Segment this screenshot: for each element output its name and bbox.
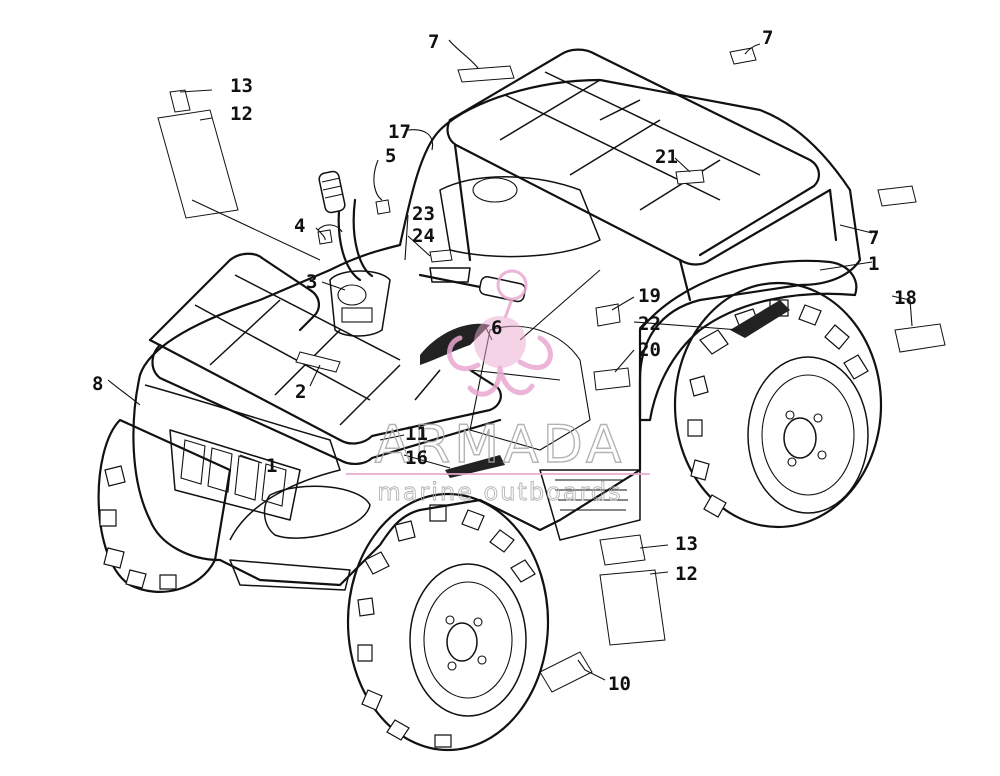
handlebar-assembly [317, 170, 527, 337]
rear-right-wheel [673, 281, 883, 529]
armada-watermark: ARMADA marine outboards [346, 269, 650, 506]
callout-1-right: 1 [868, 253, 879, 275]
loose-decals [157, 47, 946, 693]
front-left-wheel [97, 418, 232, 593]
callout-21: 21 [655, 146, 678, 168]
callout-17: 17 [388, 121, 411, 143]
decal-13 [599, 534, 646, 566]
rear-rack [446, 48, 838, 302]
leader-lines [107, 39, 913, 681]
decal-7-right [877, 185, 917, 207]
callout-10: 10 [608, 673, 631, 695]
atv-body [132, 78, 862, 591]
callout-11: 11 [405, 423, 428, 445]
callout-15: 13 [230, 75, 253, 97]
callout-7-top: 7 [428, 31, 439, 53]
decal-18 [894, 323, 946, 353]
decal-20 [593, 367, 631, 391]
callout-3: 3 [306, 271, 317, 293]
octopus-logo [447, 269, 553, 397]
decal-19 [595, 303, 621, 327]
watermark-tagline: marine outboards [377, 478, 622, 506]
callout-5: 5 [385, 145, 396, 167]
decal-15 [169, 89, 191, 113]
decal-8 [729, 47, 757, 65]
decal-10 [539, 651, 593, 693]
decal-14 [157, 109, 239, 219]
callout-24: 24 [412, 225, 435, 247]
callout-20: 20 [638, 339, 661, 361]
callout-labels: 7 7 13 12 17 5 21 23 4 24 7 1 3 19 18 22… [92, 27, 917, 695]
callout-2: 2 [295, 381, 306, 403]
callout-16: 16 [405, 447, 428, 469]
callout-18: 18 [894, 287, 917, 309]
callout-12: 12 [675, 563, 698, 585]
callout-6: 6 [491, 317, 502, 339]
callout-19: 19 [638, 285, 661, 307]
callout-14: 12 [230, 103, 253, 125]
watermark-brand: ARMADA [375, 415, 626, 475]
decal-21 [675, 169, 705, 185]
callout-23: 23 [412, 203, 435, 225]
decal-5 [375, 199, 391, 215]
callout-7-right: 7 [868, 227, 879, 249]
front-rack [148, 252, 502, 465]
decal-12 [599, 569, 666, 646]
callout-9: 8 [92, 373, 103, 395]
callout-4: 4 [294, 215, 305, 237]
callout-22: 22 [638, 313, 661, 335]
callout-8: 7 [762, 27, 773, 49]
decal-2 [295, 351, 341, 373]
decal-24 [429, 249, 453, 263]
callout-13: 13 [675, 533, 698, 555]
callout-1-front: 1 [266, 455, 277, 477]
decal-7-top [457, 65, 515, 83]
front-right-wheel [346, 492, 550, 752]
